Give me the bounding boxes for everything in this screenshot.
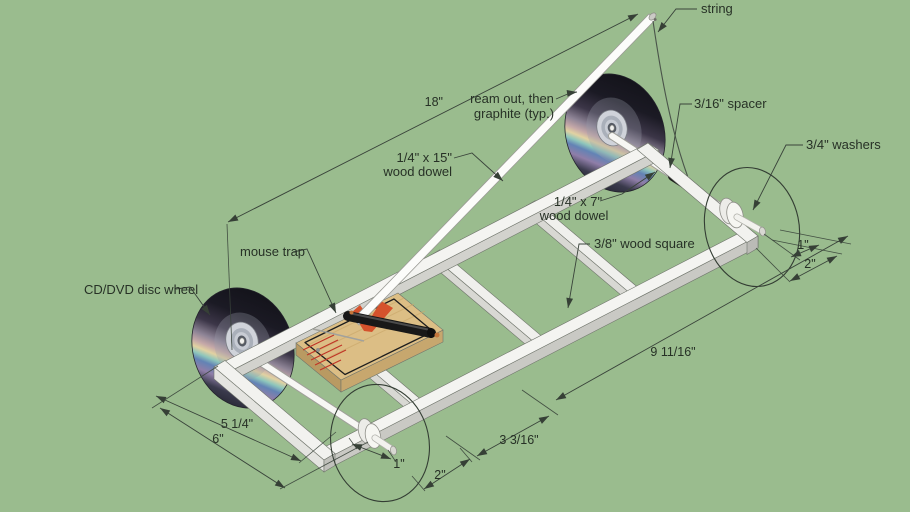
dim-text-1-rear: 1" [797, 238, 808, 252]
dimension-lines [155, 13, 849, 490]
leader-cd-wheel [175, 286, 211, 316]
dim-text-5-1-4: 5 1/4" [221, 417, 253, 431]
label-ream-2: graphite (typ.) [474, 106, 554, 121]
annotations: string 3/16" spacer 3/4" washers ream ou… [84, 1, 881, 482]
label-dowel7-2: wood dowel [539, 208, 609, 223]
label-wood-square: 3/8" wood square [594, 236, 695, 251]
leader-dowel15 [453, 152, 504, 182]
dim-1-rear [790, 244, 820, 258]
dim-6 [159, 407, 286, 489]
holding-bar [312, 328, 365, 342]
leader-ream [555, 90, 578, 100]
label-cd-wheel: CD/DVD disc wheel [84, 282, 198, 297]
label-washers: 3/4" washers [806, 137, 881, 152]
front-axle-dowel [244, 350, 374, 438]
label-dowel15-1: 1/4" x 15" [397, 150, 453, 165]
label-ream-1: ream out, then [470, 91, 554, 106]
printed-text-lines [302, 334, 347, 371]
leader-washers [752, 144, 803, 211]
staple [316, 348, 320, 352]
string-hook [653, 18, 657, 21]
leader-mouse-trap [292, 248, 337, 314]
dim-3-3-16 [476, 415, 550, 457]
dim-2-front [423, 458, 471, 490]
spring-copper-start [349, 310, 354, 315]
dim-text-18: 18" [425, 95, 443, 109]
dim-text-9-11-16: 9 11/16" [650, 345, 695, 359]
label-dowel15-2: wood dowel [382, 164, 452, 179]
leader-wood-square [566, 243, 590, 309]
label-spacer: 3/16" spacer [694, 96, 767, 111]
dim-text-2-front: 2" [434, 468, 445, 482]
leader-string [657, 8, 697, 33]
label-mouse-trap: mouse trap [240, 244, 305, 259]
dim-18 [227, 13, 639, 223]
leader-lines [175, 8, 803, 316]
dim-text-1-front: 1" [393, 457, 404, 471]
rear-axle-washers [719, 197, 766, 237]
leader-dowel7 [599, 171, 656, 202]
dim-2-rear [789, 255, 838, 282]
dim-text-2-rear: 2" [804, 257, 815, 271]
front-wheel-outline [329, 383, 431, 503]
dim-text-6: 6" [212, 432, 223, 446]
spring-roll [343, 310, 440, 338]
string-line [652, 20, 689, 177]
dim-1-front [351, 443, 392, 460]
dim-text-3-3-16: 3 3/16" [499, 433, 538, 447]
label-dowel7-1: 1/4" x 7" [554, 194, 603, 209]
leader-spacer [668, 103, 692, 169]
label-string: string [701, 1, 733, 16]
spring-copper-end [434, 332, 440, 338]
